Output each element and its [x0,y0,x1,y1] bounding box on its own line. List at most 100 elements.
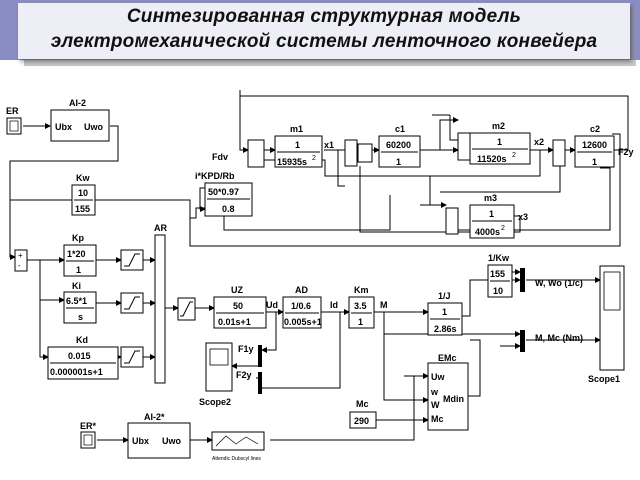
ki-num: 6.5*1 [66,296,87,306]
kw-block[interactable] [71,184,96,216]
m1-block[interactable] [274,135,323,168]
ki-saturation[interactable] [120,292,144,314]
c2-sum[interactable] [552,139,566,167]
f1y-mux[interactable] [258,345,262,367]
c2-den: 1 [592,157,597,167]
svg-text:+: + [18,251,23,260]
w-mux[interactable] [520,268,525,292]
er-label: ER [6,106,19,116]
m3-num: 1 [489,209,494,219]
title-panel: Синтезированная структурная модель элект… [18,3,630,59]
er-source[interactable] [6,117,22,135]
inv-j-name: 1/J [438,291,451,301]
ai2s-in: Ubx [132,436,149,446]
m-mc-label: M, Mc (Nm) [535,333,583,343]
title-line-2: электромеханической системы ленточного к… [50,31,598,52]
inv-kw-block[interactable] [487,264,513,298]
c1-gain-sum[interactable] [357,143,373,163]
km-den: 1 [358,317,363,327]
title-line-1: Синтезированная структурная модель [126,6,522,27]
block-diagram: ER AI-2 Ubx Uwo Kw 10 155 +- Kp 1*20 1 K… [6,90,634,462]
inv-j-block[interactable] [427,302,463,336]
kd-block[interactable] [47,346,119,380]
m2-name: m2 [492,121,505,131]
x1-label: x1 [324,140,334,150]
c2-block[interactable] [574,135,615,168]
emc-port-w: w [430,387,439,397]
signal-viewer-block[interactable] [211,431,265,451]
ikpd-den: 0.8 [222,204,235,214]
emc-block[interactable] [427,362,469,431]
kd-saturation[interactable] [120,346,144,368]
c2-name: c2 [590,124,600,134]
mc-constant[interactable] [349,411,377,429]
ai2-block[interactable] [50,109,110,142]
f2y-mux[interactable] [258,372,262,394]
m1-num: 1 [295,140,300,150]
c1-block[interactable] [378,135,421,168]
emc-port-uw: Uw [431,372,445,382]
ad-block[interactable] [282,296,322,329]
m3-name: m3 [484,193,497,203]
ud-label: Ud [266,300,278,310]
km-num: 3.5 [354,301,367,311]
m-mux[interactable] [520,330,525,352]
uz-block[interactable] [213,296,267,329]
ai2s-name: AI-2* [144,412,165,422]
km-name: Km [354,285,369,295]
ar-saturation[interactable] [177,297,196,321]
speed-sum-junction[interactable]: +- [14,249,28,272]
ad-name: AD [295,285,308,295]
m3-block[interactable] [469,204,515,239]
er2-source[interactable] [80,431,96,449]
kp-name: Kp [72,233,84,243]
kp-block[interactable] [63,244,97,277]
c2-num: 12600 [582,140,607,150]
m3-sum[interactable] [445,207,459,235]
c1-sum[interactable] [344,139,358,167]
w-wo-label: W, Wo (1/c) [535,278,583,288]
m1-name: m1 [290,124,303,134]
ar-sum[interactable] [154,234,166,384]
mc-value: 290 [354,416,369,426]
ikpd-num: 50*0.97 [208,187,239,197]
f2y-out-label: F2y [618,147,634,157]
m2-num: 1 [497,137,502,147]
ad-num: 1/0.6 [291,301,311,311]
fdv-sum[interactable] [247,139,265,168]
svg-text:-: - [18,261,21,270]
inv-kw-num: 155 [490,269,505,279]
ad-den: 0.005s+1 [284,317,322,327]
x3-label: x3 [518,212,528,222]
ikpd-block[interactable] [204,182,253,217]
scope1[interactable] [599,265,625,371]
inv-j-num: 1 [442,307,447,317]
f1y-label: F1y [238,344,254,354]
c1-name: c1 [395,124,405,134]
kp-den: 1 [76,265,81,275]
emc-port-w2: W [431,400,440,410]
m1-power: 2 [312,155,316,162]
km-block[interactable] [348,296,375,329]
ki-block[interactable] [63,291,97,324]
er2-label: ER* [80,421,97,431]
ai2-out: Uwo [84,122,104,132]
signal-wires [9,90,629,443]
emc-name: EMc [438,353,457,363]
kd-num: 0.015 [68,351,91,361]
ki-den: s [78,312,83,322]
scope2-label: Scope2 [199,397,231,407]
ai2s-out: Uwo [162,436,182,446]
ai2-name: AI-2 [69,98,86,108]
m-label: M [380,300,388,310]
kp-saturation[interactable] [120,249,144,271]
kd-name: Kd [76,335,88,345]
m2-sum[interactable] [457,132,471,161]
ai2s-block[interactable] [127,422,191,459]
kw-name: Kw [76,173,90,183]
m2-block[interactable] [469,132,531,165]
signal-viewer-caption: Attendic Dubscyl lines [212,456,261,462]
m1-den: 15935s [277,157,307,167]
kd-den: 0.000001s+1 [50,367,103,377]
scope2[interactable] [205,342,233,392]
